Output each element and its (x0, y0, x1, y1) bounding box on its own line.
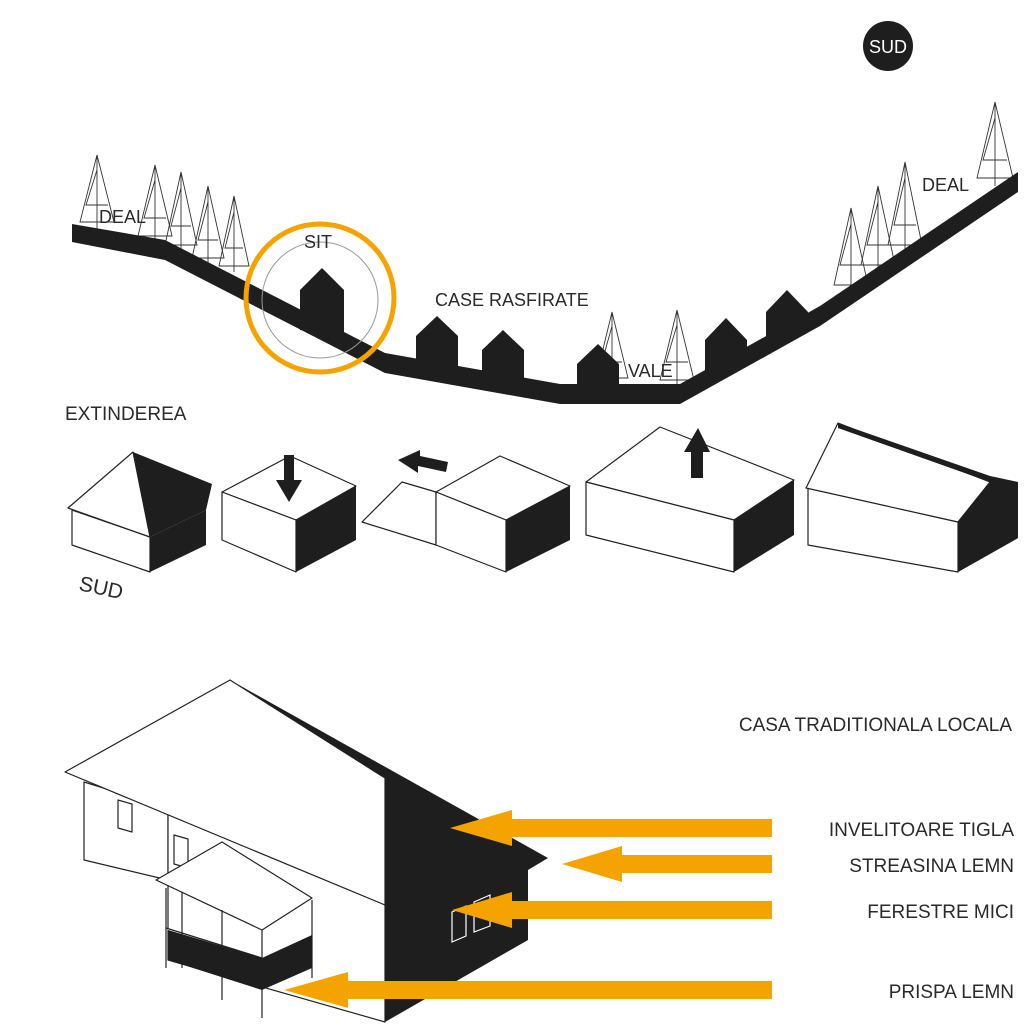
tree (659, 309, 695, 388)
extension-section: EXTINDEREA SUD (65, 404, 1018, 604)
box-side (296, 486, 356, 572)
tree (976, 101, 1014, 186)
callout-arrows (284, 810, 772, 1008)
label-hill-right: DEAL (922, 175, 969, 195)
box-side (506, 486, 570, 572)
house-drawing (64, 679, 548, 1023)
house-scattered (416, 316, 458, 366)
arrow-left-icon (398, 450, 448, 473)
wall-side (958, 482, 1018, 572)
house-roof-dark (230, 680, 548, 1022)
house-scattered (705, 318, 747, 378)
trees-right (833, 101, 1014, 292)
roof-side (133, 452, 212, 537)
tree (137, 164, 173, 245)
callout-arrow-roof-tile (450, 810, 772, 846)
extension-step-2 (221, 455, 357, 573)
house-scattered (577, 344, 619, 388)
extension-slab (361, 481, 437, 546)
tree (833, 207, 869, 292)
callout-label-eaves: STREASINA LEMN (849, 856, 1014, 877)
callout-label-windows: FERESTRE MICI (867, 902, 1014, 923)
tree (218, 195, 250, 272)
house-scattered (482, 330, 524, 378)
label-scattered-houses: CASE RASFIRATE (435, 290, 589, 310)
extension-title: EXTINDEREA (65, 404, 187, 425)
label-hill-left: DEAL (99, 207, 146, 227)
trees-left (79, 154, 250, 272)
tree (191, 185, 225, 265)
terrain-profile (72, 172, 1018, 404)
window-icon (473, 894, 491, 933)
extension-step-1: SUD (67, 451, 212, 604)
porch-railing (262, 935, 312, 990)
sud-badge: SUD (863, 21, 913, 71)
tree (860, 185, 896, 272)
extension-step-5 (805, 422, 1018, 573)
tree (79, 154, 115, 235)
box-side (734, 480, 794, 572)
tree (887, 161, 923, 252)
house-site (300, 268, 344, 338)
callout-arrow-windows (452, 892, 772, 928)
arrow-up-icon (684, 428, 710, 478)
sud-badge-circle (863, 21, 913, 71)
house-title: CASA TRADITIONALA LOCALA (739, 715, 1012, 736)
extension-south-label: SUD (77, 572, 125, 604)
arrow-down-icon (276, 455, 302, 502)
tree (164, 171, 198, 252)
site-highlight-ring (243, 221, 397, 375)
label-valley: VALE (628, 361, 673, 381)
porch-roof (155, 841, 313, 931)
callout-label-porch: PRISPA LEMN (889, 982, 1014, 1003)
callout-arrow-porch (284, 972, 772, 1008)
extension-step-3 (361, 450, 571, 573)
traditional-house-section: CASA TRADITIONALA LOCALA (64, 679, 1014, 1023)
landscape-section: DEAL DEAL SIT CASE RASFIRATE VALE (72, 101, 1018, 404)
porch-deck (168, 930, 262, 990)
site-inner-ring (261, 241, 379, 359)
house-scattered (766, 290, 808, 345)
label-site: SIT (304, 232, 332, 252)
sud-badge-label: SUD (869, 37, 907, 57)
window-icon (117, 799, 133, 833)
extension-step-4 (585, 426, 795, 573)
callout-arrow-eaves (562, 846, 772, 882)
wall-right (150, 510, 206, 572)
houses-row (300, 268, 808, 388)
callout-label-roof-tile: INVELITOARE TIGLA (829, 820, 1014, 841)
